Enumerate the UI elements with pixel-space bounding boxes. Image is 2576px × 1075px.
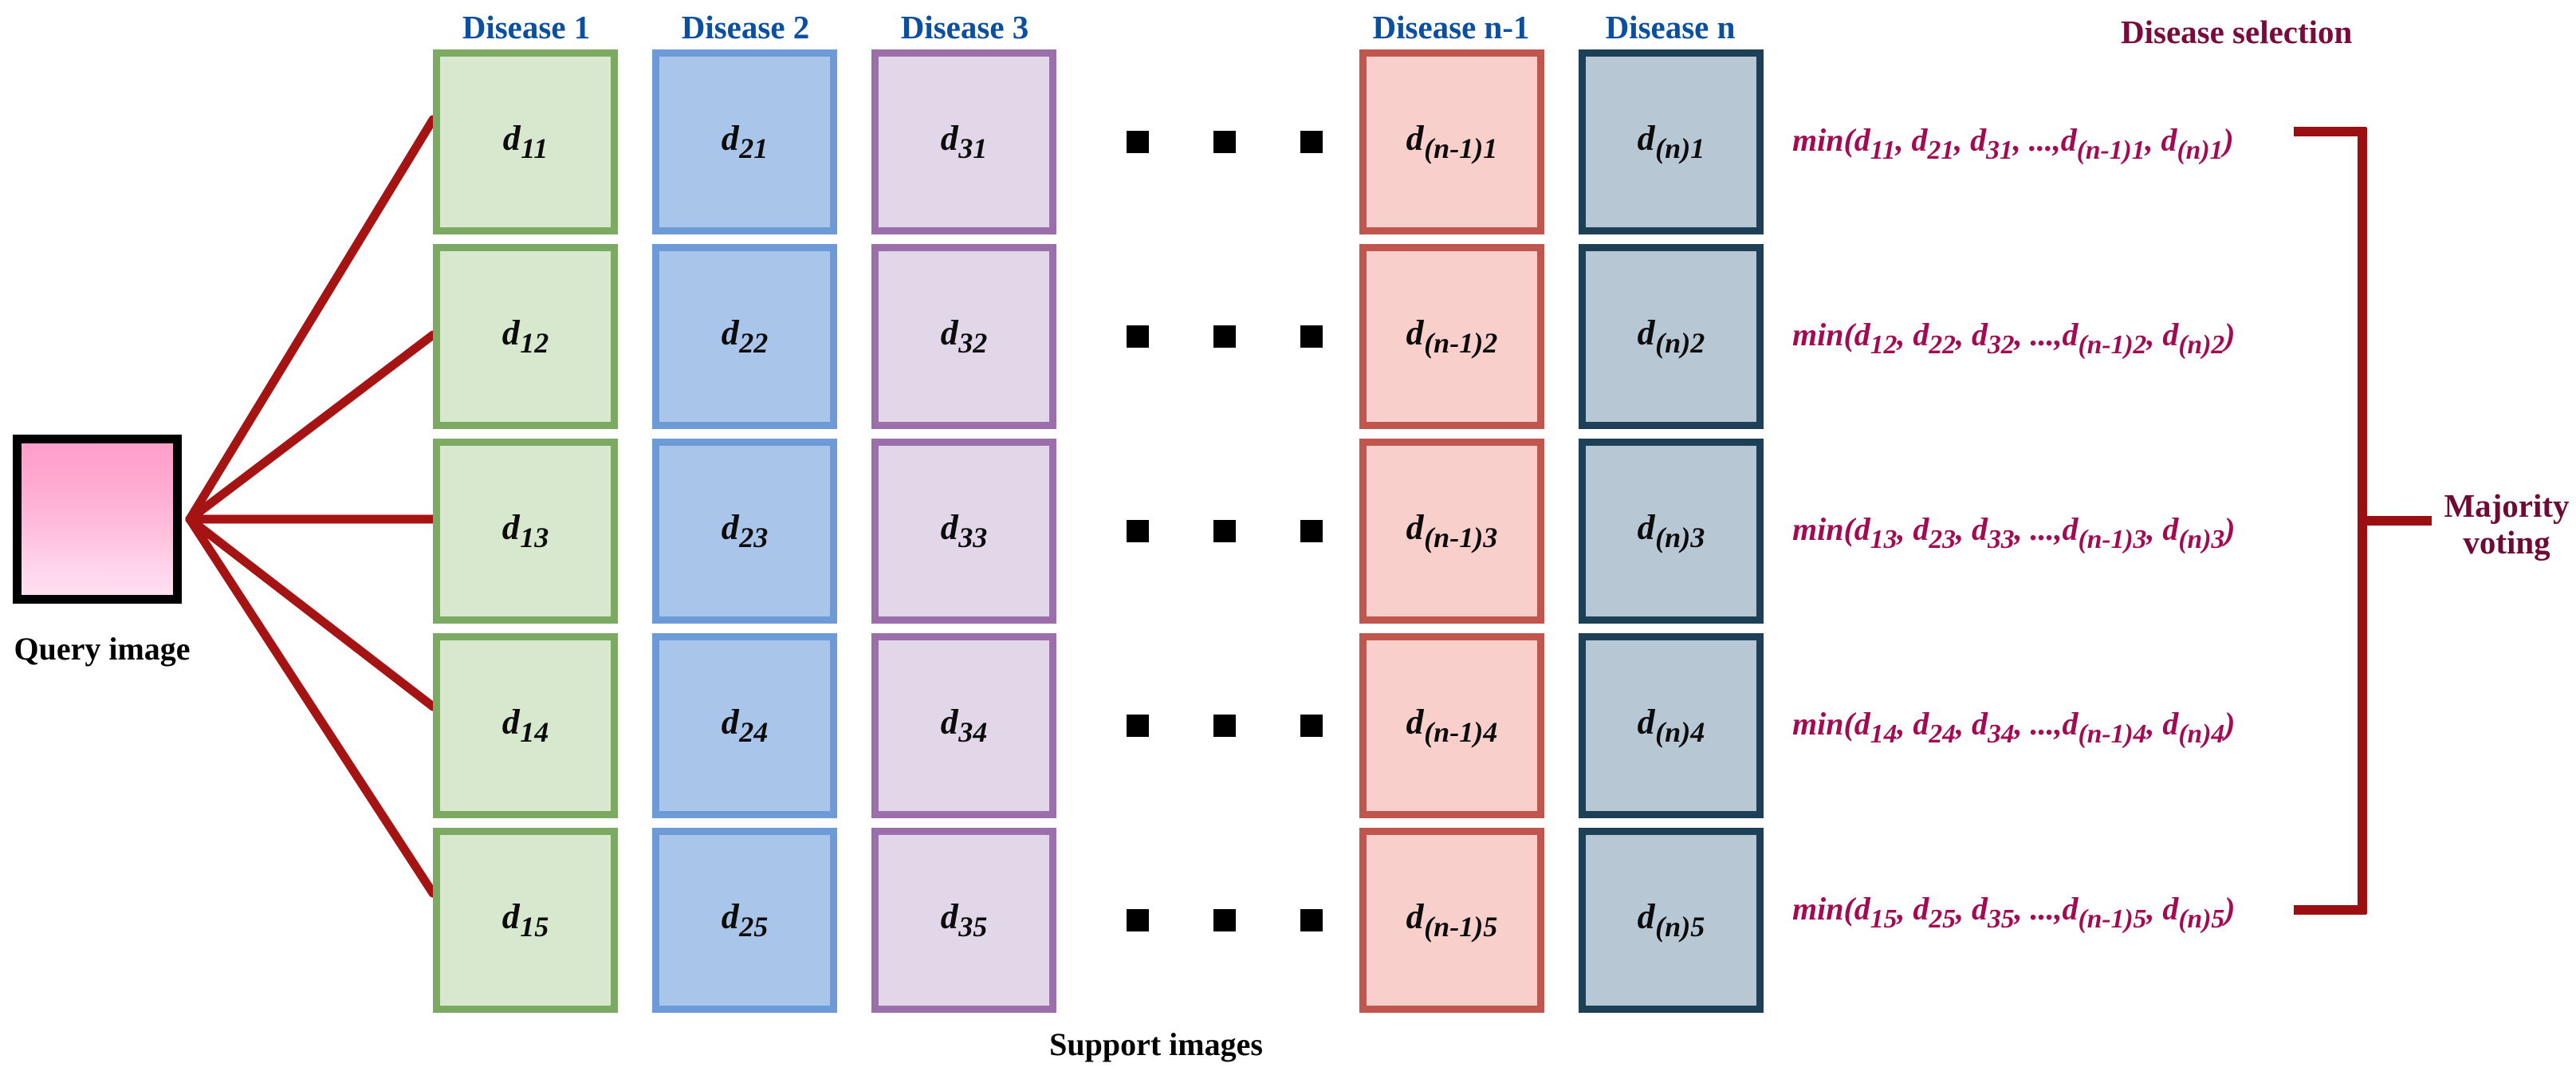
cell-label-d13: d13 bbox=[501, 508, 549, 554]
ellipsis-dot-r4-c2 bbox=[1213, 715, 1236, 737]
support-cell-d22[interactable]: d22 bbox=[652, 244, 837, 429]
cell-label-d15: d15 bbox=[501, 897, 549, 943]
support-cell-d31[interactable]: d31 bbox=[871, 49, 1056, 234]
support-cell-d23[interactable]: d23 bbox=[652, 439, 837, 624]
support-cell-d35[interactable]: d35 bbox=[871, 828, 1056, 1013]
cell-label-dn3: d(n)3 bbox=[1637, 508, 1705, 554]
cell-label-dn-1-5: d(n-1)5 bbox=[1406, 897, 1498, 943]
support-cell-d34[interactable]: d34 bbox=[871, 633, 1056, 818]
cell-label-d22: d22 bbox=[721, 313, 769, 360]
cell-label-dn-1-2: d(n-1)2 bbox=[1406, 313, 1498, 360]
support-cell-d12[interactable]: d12 bbox=[433, 244, 618, 429]
ellipsis-dot-r5-c3 bbox=[1300, 909, 1323, 931]
cell-label-d32: d32 bbox=[940, 313, 988, 360]
support-cell-dn5[interactable]: d(n)5 bbox=[1579, 828, 1764, 1013]
support-cell-dn4[interactable]: d(n)4 bbox=[1579, 633, 1764, 818]
cell-label-d14: d14 bbox=[501, 703, 549, 749]
support-cell-dn1[interactable]: d(n)1 bbox=[1579, 49, 1764, 234]
query-image-thumbnail bbox=[13, 435, 182, 604]
cell-label-dn2: d(n)2 bbox=[1637, 313, 1705, 360]
column-header-disease-n-1: Disease n-1 bbox=[1372, 9, 1530, 45]
ellipsis-dot-r3-c1 bbox=[1127, 520, 1149, 542]
ellipsis-dot-r3-c3 bbox=[1300, 520, 1323, 542]
cell-label-dn-1-4: d(n-1)4 bbox=[1406, 703, 1498, 749]
cell-label-dn-1-1: d(n-1)1 bbox=[1406, 119, 1498, 165]
support-cell-d32[interactable]: d32 bbox=[871, 244, 1056, 429]
support-cell-dn-1-4[interactable]: d(n-1)4 bbox=[1359, 633, 1544, 818]
cell-label-d31: d31 bbox=[940, 119, 988, 165]
min-formula-row-1: min(d11, d21, d31, ...,d(n-1)1, d(n)1) bbox=[1792, 122, 2234, 166]
majority-voting-line-1: Majority bbox=[2444, 487, 2570, 524]
cell-label-dn5: d(n)5 bbox=[1637, 897, 1705, 943]
min-formula-row-5: min(d15, d25, d35, ...,d(n-1)5, d(n)5) bbox=[1792, 891, 2236, 935]
support-cell-d13[interactable]: d13 bbox=[433, 439, 618, 624]
support-cell-d14[interactable]: d14 bbox=[433, 633, 618, 818]
cell-label-d33: d33 bbox=[940, 508, 988, 554]
majority-voting-bracket bbox=[2294, 127, 2432, 915]
ellipsis-dot-r1-c1 bbox=[1127, 131, 1149, 153]
support-cell-d25[interactable]: d25 bbox=[652, 828, 837, 1013]
edge-row-1 bbox=[185, 115, 438, 524]
support-cell-d15[interactable]: d15 bbox=[433, 828, 618, 1013]
cell-label-dn-1-3: d(n-1)3 bbox=[1406, 508, 1498, 554]
support-cell-d33[interactable]: d33 bbox=[871, 439, 1056, 624]
support-cell-d21[interactable]: d21 bbox=[652, 49, 837, 234]
query-image-caption: Query image bbox=[14, 631, 191, 667]
ellipsis-dot-r5-c2 bbox=[1213, 909, 1236, 931]
min-formula-row-3: min(d13, d23, d33, ...,d(n-1)3, d(n)3) bbox=[1792, 511, 2236, 555]
ellipsis-dot-r3-c2 bbox=[1213, 520, 1236, 542]
cell-label-dn1: d(n)1 bbox=[1637, 119, 1705, 165]
min-formula-row-4: min(d14, d24, d34, ...,d(n-1)4, d(n)4) bbox=[1792, 706, 2236, 750]
ellipsis-dot-r1-c2 bbox=[1213, 131, 1236, 153]
support-cell-dn2[interactable]: d(n)2 bbox=[1579, 244, 1764, 429]
min-formula-row-2: min(d12, d22, d32, ...,d(n-1)2, d(n)2) bbox=[1792, 317, 2236, 360]
cell-label-dn4: d(n)4 bbox=[1637, 703, 1705, 749]
column-header-disease-1: Disease 1 bbox=[462, 9, 591, 45]
support-cell-dn-1-3[interactable]: d(n-1)3 bbox=[1359, 439, 1544, 624]
edge-row-5 bbox=[185, 514, 438, 898]
ellipsis-dot-r2-c2 bbox=[1213, 325, 1236, 348]
cell-label-d11: d11 bbox=[502, 119, 549, 165]
column-header-disease-2: Disease 2 bbox=[681, 9, 810, 45]
ellipsis-dot-r2-c1 bbox=[1127, 325, 1149, 348]
support-cell-dn-1-5[interactable]: d(n-1)5 bbox=[1359, 828, 1544, 1013]
support-cell-dn-1-1[interactable]: d(n-1)1 bbox=[1359, 49, 1544, 234]
ellipsis-dot-r1-c3 bbox=[1300, 131, 1323, 153]
query-to-support-edges bbox=[185, 115, 438, 898]
ellipsis-dot-r5-c1 bbox=[1127, 909, 1149, 931]
ellipsis-dot-r2-c3 bbox=[1300, 325, 1323, 348]
support-cell-d11[interactable]: d11 bbox=[433, 49, 618, 234]
support-images-caption: Support images bbox=[1049, 1026, 1263, 1062]
edge-row-2 bbox=[185, 330, 438, 524]
majority-voting-label: Majority voting bbox=[2440, 487, 2574, 561]
cell-label-d24: d24 bbox=[721, 703, 769, 749]
disease-selection-title: Disease selection bbox=[2121, 14, 2353, 50]
majority-voting-line-2: voting bbox=[2463, 523, 2550, 561]
support-cell-d24[interactable]: d24 bbox=[652, 633, 837, 818]
cell-label-d12: d12 bbox=[501, 313, 549, 360]
column-header-disease-3: Disease 3 bbox=[900, 9, 1029, 45]
cell-label-d25: d25 bbox=[721, 897, 769, 943]
cell-label-d35: d35 bbox=[940, 897, 988, 943]
cell-label-d34: d34 bbox=[940, 703, 988, 749]
cell-label-d23: d23 bbox=[721, 508, 769, 554]
support-cell-dn3[interactable]: d(n)3 bbox=[1579, 439, 1764, 624]
cell-label-d21: d21 bbox=[721, 119, 769, 165]
column-header-disease-n: Disease n bbox=[1605, 9, 1736, 45]
ellipsis-dot-r4-c1 bbox=[1127, 715, 1149, 737]
support-cell-dn-1-2[interactable]: d(n-1)2 bbox=[1359, 244, 1544, 429]
ellipsis-dot-r4-c3 bbox=[1300, 715, 1323, 737]
edge-row-4 bbox=[185, 514, 438, 711]
